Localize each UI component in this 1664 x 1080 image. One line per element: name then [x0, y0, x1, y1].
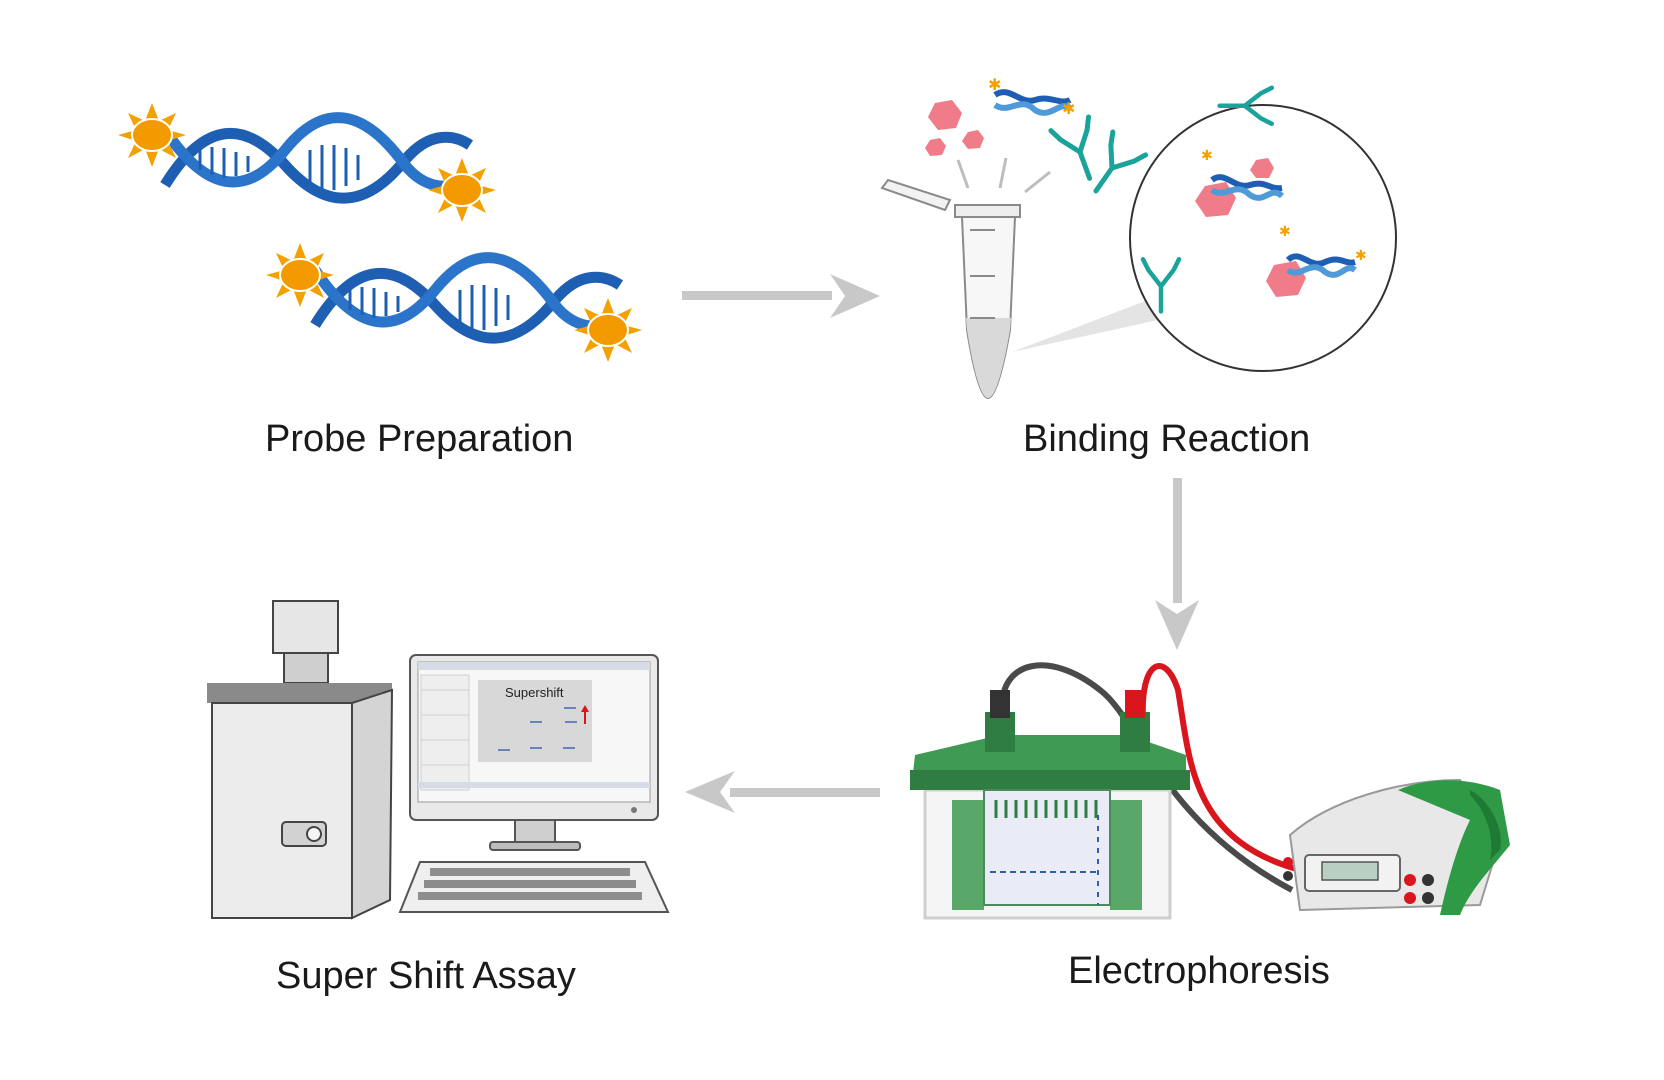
imager-icon — [207, 600, 394, 920]
step-label-probe-preparation: Probe Preparation — [265, 418, 574, 460]
power-supply-icon — [1283, 778, 1510, 915]
binding-reagents: ✱ ✱ — [925, 75, 1146, 202]
computer-icon: Supershift — [398, 654, 670, 913]
step-label-super-shift-assay: Super Shift Assay — [276, 955, 576, 997]
screen-title: Supershift — [505, 685, 564, 700]
svg-text:✱: ✱ — [1355, 248, 1367, 264]
tube-icon — [880, 178, 1021, 400]
step-label-binding-reaction: Binding Reaction — [1023, 418, 1311, 460]
dna-probe-bottom — [265, 242, 643, 363]
dna-probe-icon — [117, 102, 643, 363]
dna-probe-top — [117, 102, 497, 223]
magnifier-circle-icon: ✱ ✱ ✱ — [1012, 88, 1397, 372]
arrow-right-icon — [682, 274, 880, 318]
arrow-down-icon — [1155, 478, 1199, 650]
arrow-left-icon — [685, 771, 880, 813]
svg-text:✱: ✱ — [1201, 148, 1213, 164]
step-label-electrophoresis: Electrophoresis — [1068, 950, 1330, 992]
svg-text:✱: ✱ — [988, 75, 1001, 94]
svg-text:✱: ✱ — [1279, 224, 1291, 240]
svg-text:✱: ✱ — [1062, 99, 1075, 118]
gel-tank-icon — [910, 662, 1301, 920]
